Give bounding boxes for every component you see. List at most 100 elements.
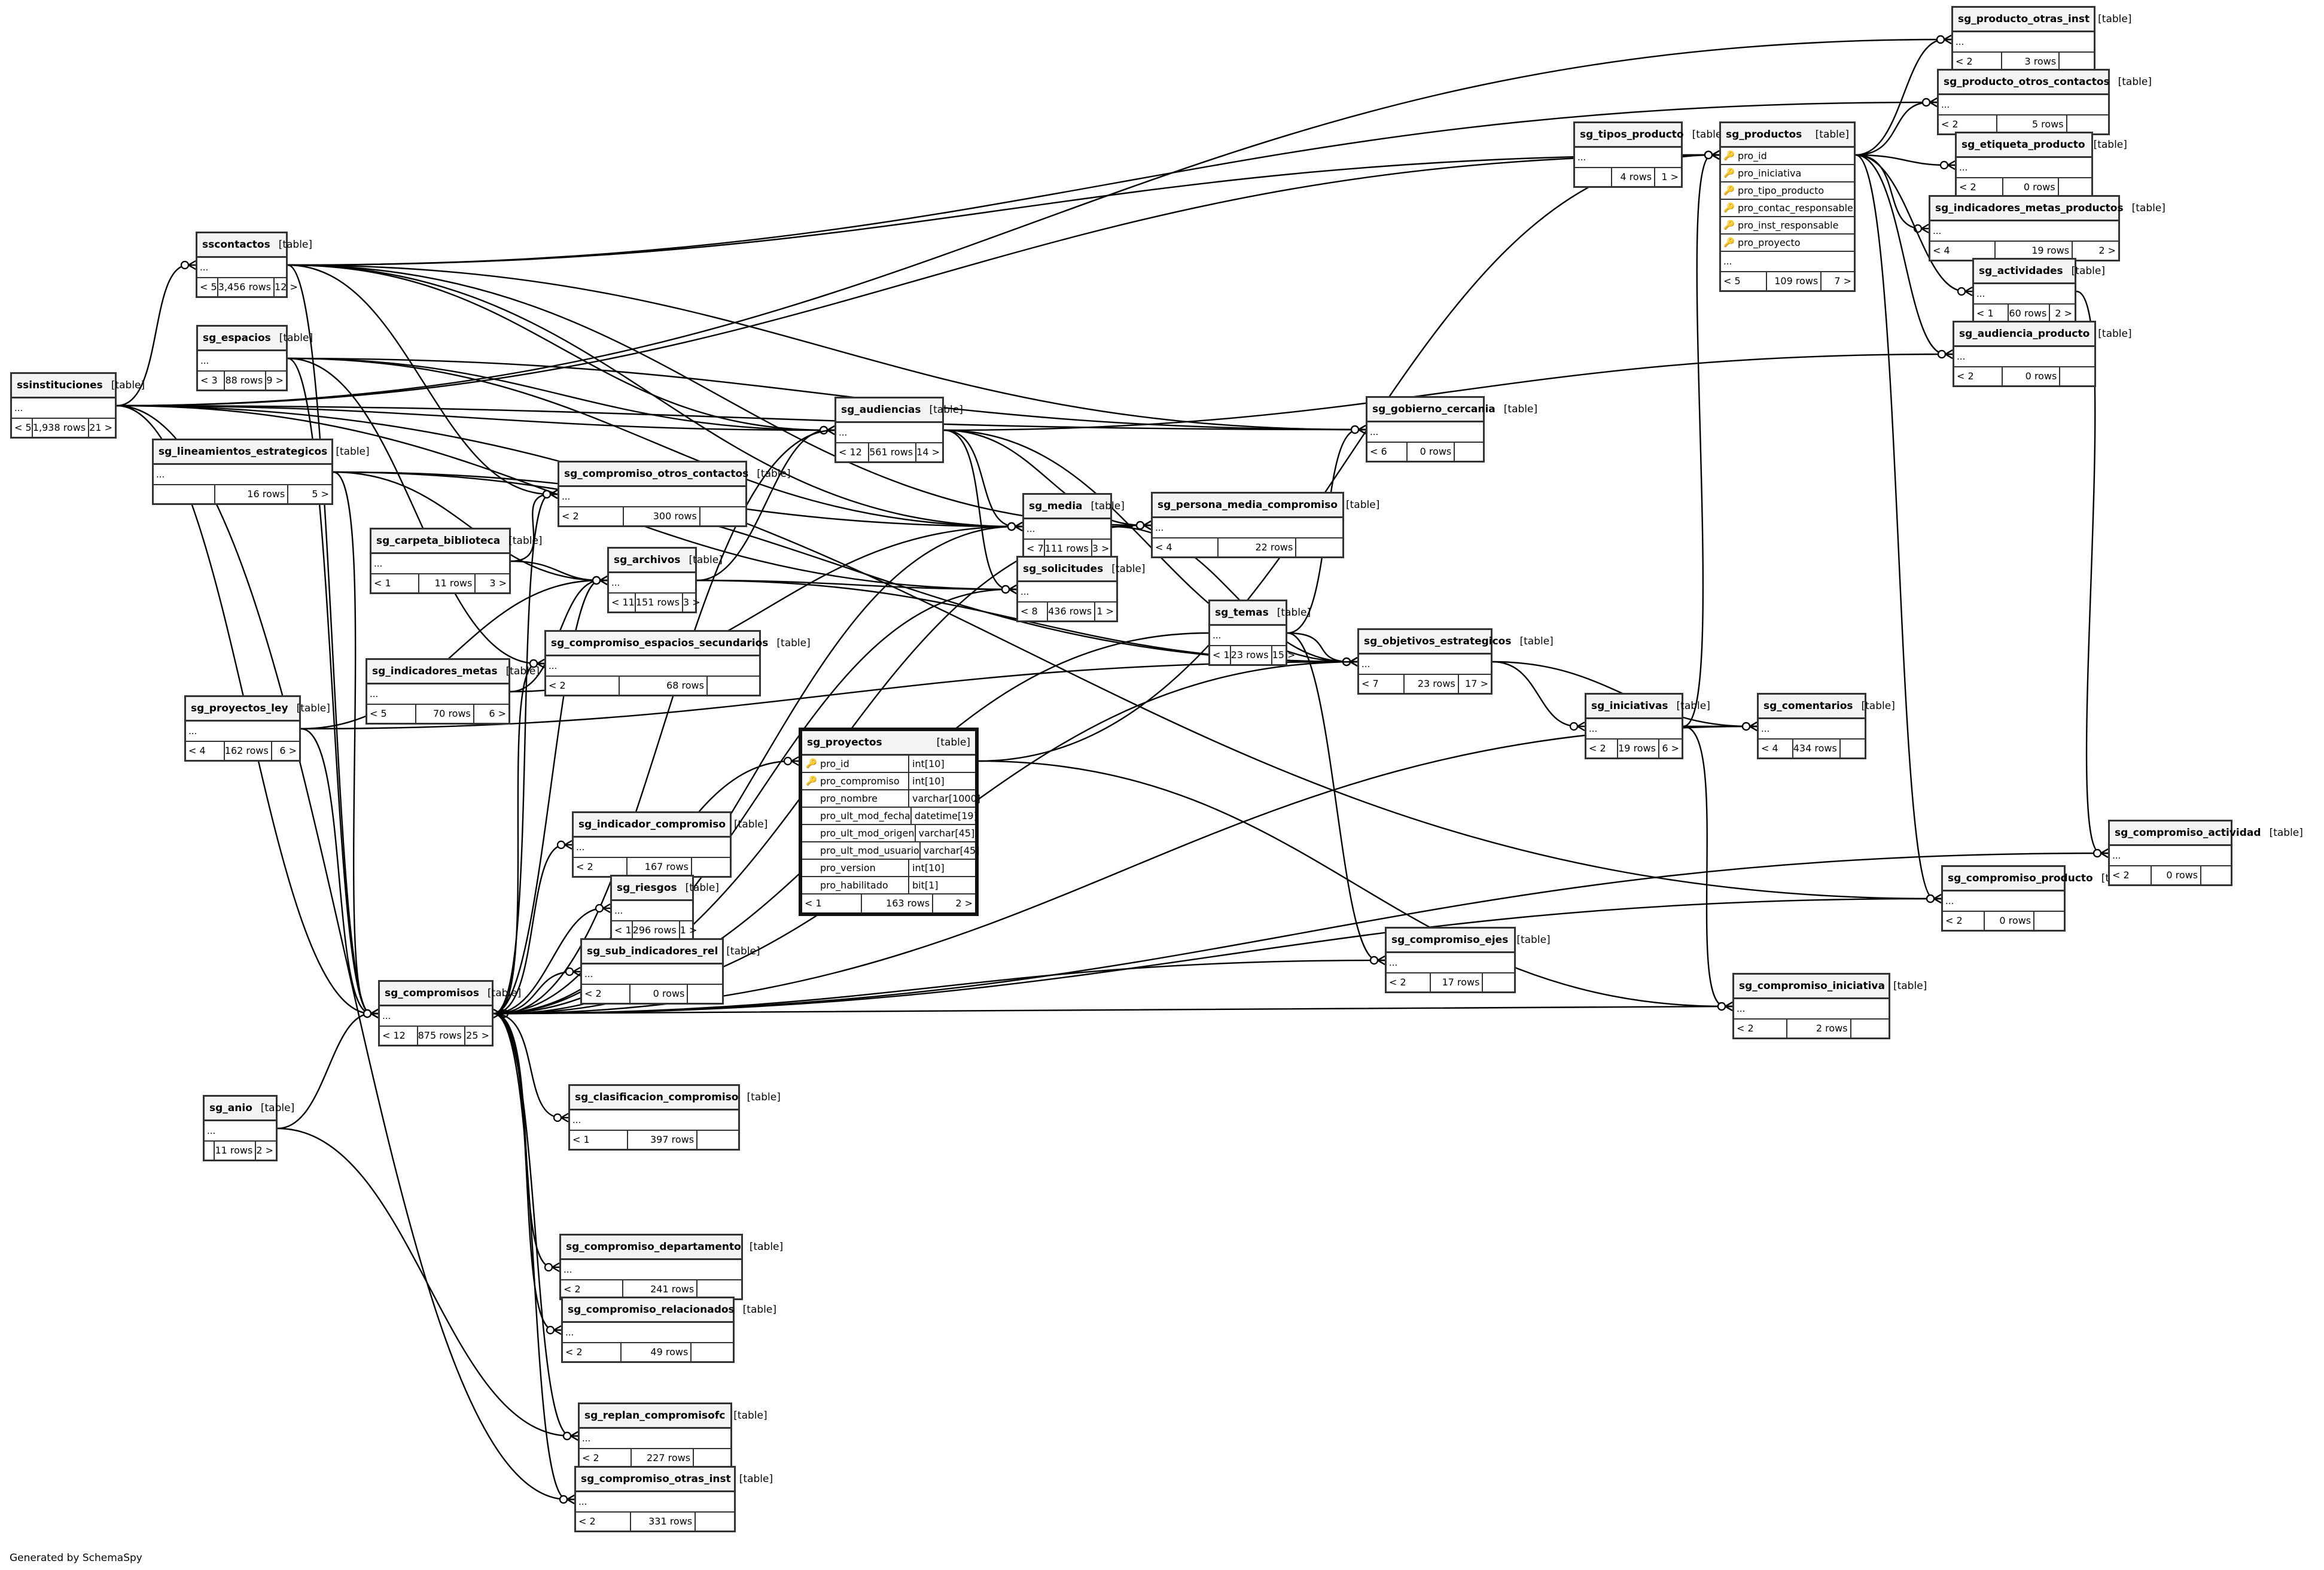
- parent-count[interactable]: < 2: [563, 1343, 622, 1361]
- child-count[interactable]: [1296, 538, 1342, 556]
- child-count[interactable]: 17 >: [1465, 678, 1488, 689]
- parent-count[interactable]: < 5: [367, 705, 416, 723]
- parent-count[interactable]: < 6: [1367, 443, 1408, 461]
- parent-count[interactable]: < 4: [1153, 538, 1219, 556]
- column-row[interactable]: 🔑pro_iniciativa: [1721, 165, 1854, 182]
- parent-count[interactable]: < 2: [1954, 367, 2003, 385]
- child-count[interactable]: 2 >: [955, 897, 973, 909]
- child-count[interactable]: 1 >: [1096, 606, 1114, 617]
- child-count[interactable]: 14 >: [916, 446, 940, 458]
- parent-count[interactable]: < 7: [1359, 675, 1405, 693]
- parent-count[interactable]: < 11: [609, 594, 636, 611]
- parent-count[interactable]: < 12: [836, 443, 870, 461]
- child-count[interactable]: 2 >: [2098, 245, 2116, 256]
- parent-count[interactable]: < 2: [1939, 115, 1998, 133]
- parent-count[interactable]: < 5: [197, 278, 218, 296]
- parent-count[interactable]: < 1: [371, 574, 419, 592]
- column-row[interactable]: 🔑pro_proyecto: [1721, 235, 1854, 252]
- child-count[interactable]: [1455, 443, 1483, 461]
- child-count[interactable]: 21 >: [89, 422, 112, 433]
- parent-count[interactable]: [1575, 168, 1612, 186]
- child-count[interactable]: 3 >: [683, 597, 700, 608]
- parent-count[interactable]: < 2: [576, 1513, 631, 1531]
- table-sg-objetivos-estrategicos[interactable]: sg_objetivos_estrategicos[table] ... < 7…: [1357, 628, 1554, 695]
- parent-count[interactable]: < 2: [1953, 53, 2002, 71]
- table-sg-indicadores-metas-productos[interactable]: sg_indicadores_metas_productos[table] ..…: [1929, 195, 2165, 261]
- parent-count[interactable]: [154, 485, 215, 503]
- table-sg-compromiso-relacionados[interactable]: sg_compromiso_relacionados[table] ... < …: [561, 1297, 776, 1363]
- child-count[interactable]: [1483, 973, 1514, 991]
- parent-count[interactable]: < 2: [1586, 740, 1619, 757]
- child-count[interactable]: 2 >: [256, 1145, 273, 1156]
- parent-count[interactable]: < 2: [561, 1280, 624, 1298]
- child-count[interactable]: 1 >: [680, 924, 697, 936]
- child-count[interactable]: 25 >: [466, 1030, 489, 1041]
- parent-count[interactable]: < 2: [580, 1449, 632, 1467]
- parent-count[interactable]: < 2: [1943, 912, 1985, 930]
- parent-count[interactable]: < 8: [1018, 603, 1049, 620]
- child-count[interactable]: 1 >: [1661, 171, 1679, 182]
- child-count[interactable]: [696, 1513, 734, 1531]
- child-count[interactable]: [2060, 53, 2094, 71]
- child-count[interactable]: 3 >: [1092, 543, 1110, 554]
- parent-count[interactable]: < 2: [1387, 973, 1431, 991]
- parent-count[interactable]: < 1: [570, 1131, 629, 1149]
- child-count[interactable]: [697, 1280, 741, 1298]
- child-count[interactable]: 2 >: [2055, 308, 2072, 319]
- parent-count[interactable]: < 4: [186, 742, 225, 760]
- parent-count[interactable]: < 1: [612, 921, 633, 939]
- table-sg-compromiso-producto[interactable]: sg_compromiso_producto[table] ... < 20 r…: [1941, 865, 2135, 932]
- child-count[interactable]: [1851, 1020, 1889, 1037]
- parent-count[interactable]: < 5: [12, 419, 33, 437]
- child-count[interactable]: [700, 507, 745, 525]
- parent-count[interactable]: < 5: [1721, 272, 1768, 290]
- child-count[interactable]: 6 >: [489, 708, 506, 719]
- child-count[interactable]: [708, 677, 759, 695]
- child-count[interactable]: 7 >: [1834, 275, 1851, 287]
- table-sg-compromiso-departamento[interactable]: sg_compromiso_departamento[table] ... < …: [559, 1234, 783, 1300]
- child-count[interactable]: 3 >: [489, 577, 507, 589]
- parent-count[interactable]: < 4: [1930, 242, 1996, 260]
- parent-count[interactable]: < 2: [582, 985, 631, 1003]
- column-row[interactable]: 🔑pro_contac_responsable: [1721, 200, 1854, 217]
- parent-count[interactable]: < 2: [574, 858, 628, 876]
- parent-count[interactable]: < 2: [546, 677, 620, 695]
- table-sg-compromiso-otros-contactos[interactable]: sg_compromiso_otros_contactos[table] ...…: [558, 461, 791, 527]
- parent-count[interactable]: [205, 1142, 215, 1160]
- parent-count[interactable]: < 2: [559, 507, 624, 525]
- child-count[interactable]: [1841, 740, 1865, 757]
- parent-count[interactable]: < 12: [380, 1027, 418, 1045]
- child-count[interactable]: 6 >: [1662, 743, 1679, 754]
